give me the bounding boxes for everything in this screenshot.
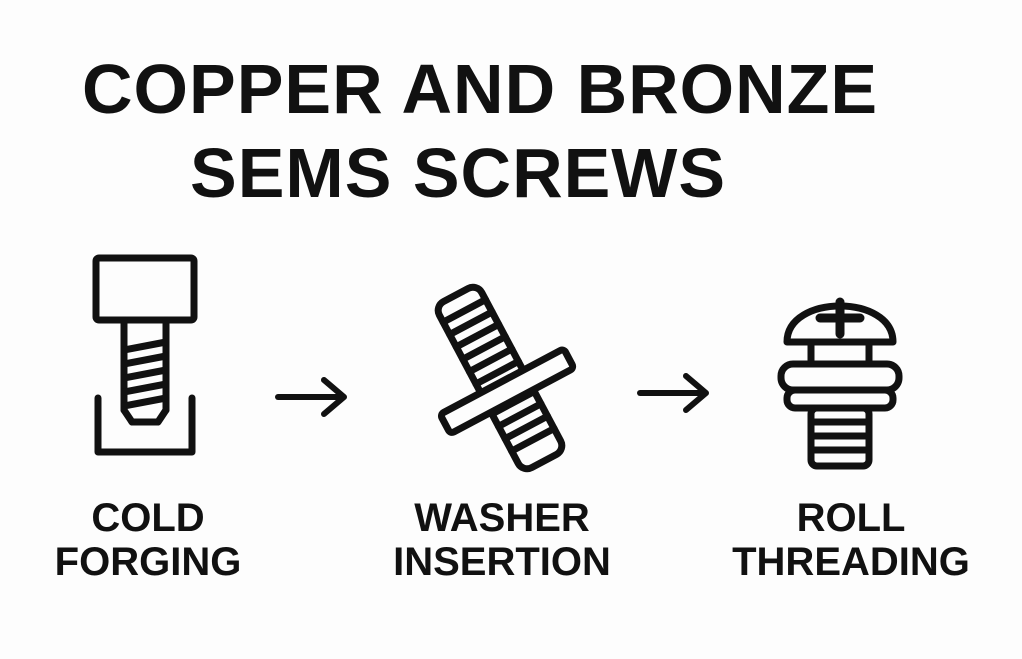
step-label-roll-threading: ROLL THREADING bbox=[732, 496, 970, 584]
title-line-1: COPPER AND BRONZE bbox=[82, 50, 879, 128]
threaded-sems-screw-icon bbox=[777, 297, 903, 470]
right-arrow-icon bbox=[637, 373, 709, 413]
title-line-2: SEMS SCREWS bbox=[190, 134, 727, 212]
step-label-line-2: FORGING bbox=[54, 540, 242, 584]
step-label-cold-forging: COLD FORGING bbox=[55, 496, 242, 584]
step-label-line-1: COLD bbox=[91, 496, 205, 540]
step-label-line-2: THREADING bbox=[732, 540, 970, 584]
step-label-line-2: INSERTION bbox=[393, 540, 611, 584]
step-label-line-1: WASHER bbox=[414, 496, 590, 540]
washer-screw-icon bbox=[434, 283, 577, 473]
step-label-washer-insertion: WASHER INSERTION bbox=[393, 496, 611, 584]
cold-forging-die-icon bbox=[92, 254, 198, 456]
right-arrow-icon bbox=[275, 377, 347, 417]
step-label-line-1: ROLL bbox=[796, 496, 906, 540]
